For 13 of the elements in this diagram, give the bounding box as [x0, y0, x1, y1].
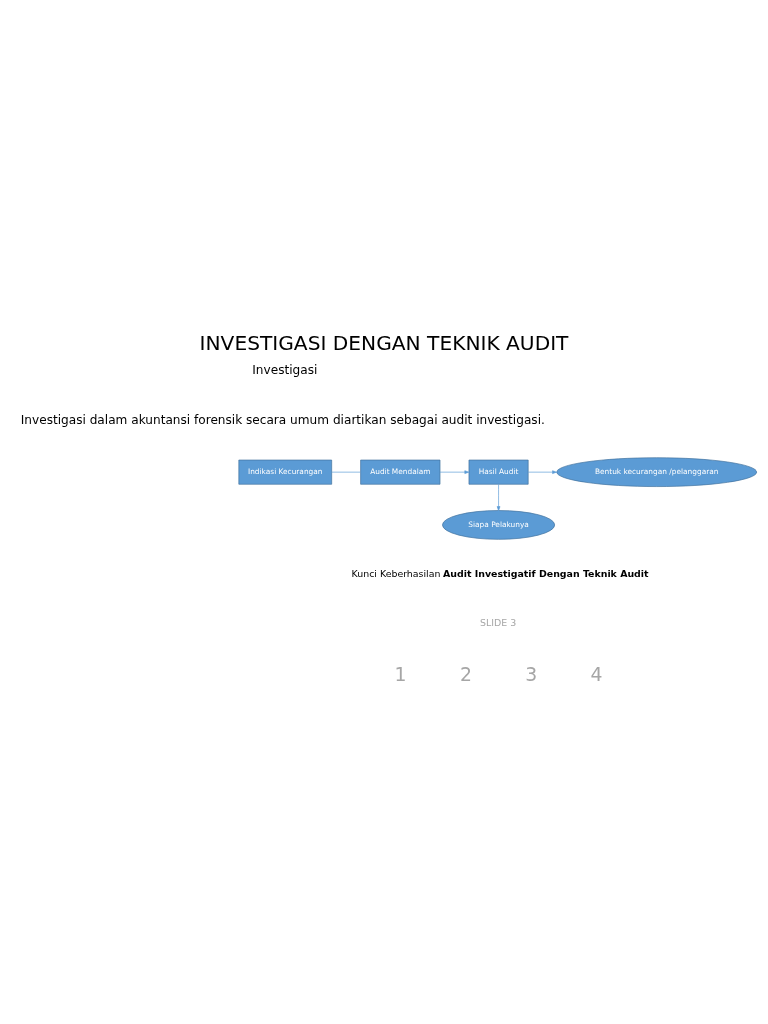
arrow: [527, 470, 557, 474]
arrow: [439, 470, 470, 474]
label: Investigasi: [252, 363, 318, 378]
label: 1: [394, 664, 407, 686]
arrow: [496, 484, 501, 511]
connector: [331, 471, 361, 473]
label: 3: [525, 664, 538, 686]
label: 4: [590, 664, 603, 686]
diagram-title: INVESTIGASI DENGAN TEKNIK AUDIT: [199, 330, 569, 355]
label: 2: [459, 664, 472, 686]
label: Kunci Keberhasilan Audit Investigatif Dengan Teknik Audit: [351, 568, 649, 580]
label: SLIDE 3: [480, 617, 517, 629]
label: Investigasi dalam akuntansi forensik secara umum diartikan sebagai audit investigasi.: [20, 412, 545, 427]
